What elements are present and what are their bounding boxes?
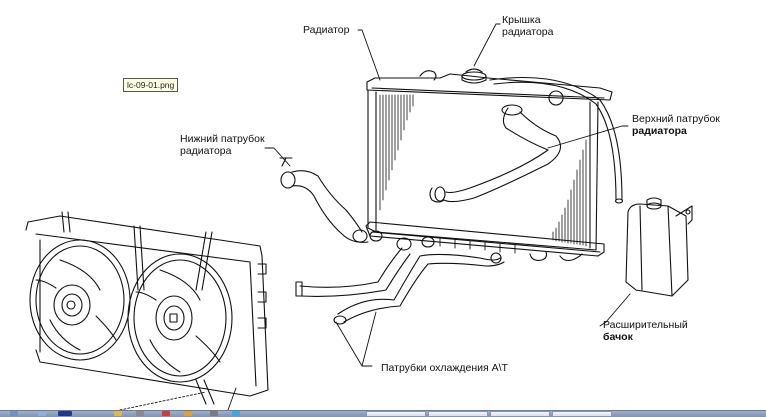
leader-at-hoses-2	[361, 311, 377, 367]
leader-fan-solid	[227, 387, 237, 410]
filename-tooltip: lc-09-01.png	[123, 78, 179, 92]
overflow-hose	[489, 76, 624, 204]
leader-fan-dotted	[119, 391, 207, 410]
radiator	[365, 70, 613, 262]
label-expansion-tank-line2: бачок	[603, 331, 633, 343]
lower-hose	[279, 157, 383, 243]
upper-hose	[429, 90, 564, 203]
taskbar-window-button-1[interactable]	[366, 411, 426, 416]
leader-expansion-tank	[599, 293, 631, 327]
app-icon-gray2[interactable]	[210, 411, 218, 416]
taskbar-window-button-2[interactable]	[428, 411, 488, 416]
app-icon-dark[interactable]	[58, 411, 72, 416]
expansion-tank	[625, 197, 693, 297]
label-upper-hose-line2: радиатора	[632, 125, 687, 137]
label-radiator-cap-line2: радиатора	[502, 26, 554, 38]
label-radiator: Радиатор	[303, 24, 350, 36]
label-lower-hose-line2: радиатора	[180, 145, 232, 157]
start-icon[interactable]	[10, 411, 18, 416]
label-upper-hose: Верхний патрубок радиатора	[632, 113, 720, 137]
desktop-icon[interactable]	[38, 411, 46, 416]
firefox-icon[interactable]	[184, 411, 192, 416]
at-cooling-hoses	[295, 236, 505, 325]
label-lower-hose: Нижний патрубок радиатора	[180, 133, 265, 157]
ie-icon[interactable]	[232, 411, 240, 416]
label-lower-hose-line1: Нижний патрубок	[180, 133, 265, 145]
fan-right	[127, 253, 233, 405]
label-radiator-cap: Крышка радиатора	[502, 14, 554, 38]
fan-left	[29, 239, 131, 361]
leader-radiator-cap	[473, 23, 501, 67]
app-icon-gray[interactable]	[136, 411, 144, 416]
fan-shroud	[25, 211, 269, 397]
label-expansion-tank: Расширительный бачок	[603, 319, 688, 343]
radiator-cap	[461, 68, 487, 84]
opera-icon[interactable]	[162, 411, 170, 416]
leader-radiator	[357, 29, 381, 81]
leader-lines	[119, 23, 631, 410]
taskbar-window-button-3[interactable]	[490, 411, 550, 416]
folder-icon[interactable]	[114, 411, 122, 416]
leader-lower-hose	[264, 147, 291, 167]
label-at-cooling-hoses: Патрубки охлаждения A\T	[381, 362, 508, 374]
label-upper-hose-line1: Верхний патрубок	[632, 113, 720, 125]
leader-upper-hose	[547, 125, 629, 149]
taskbar-window-button-4[interactable]	[552, 411, 612, 416]
label-expansion-tank-line1: Расширительный	[603, 319, 688, 331]
leader-at-hoses-1	[335, 321, 373, 367]
label-radiator-cap-line1: Крышка	[502, 14, 541, 26]
